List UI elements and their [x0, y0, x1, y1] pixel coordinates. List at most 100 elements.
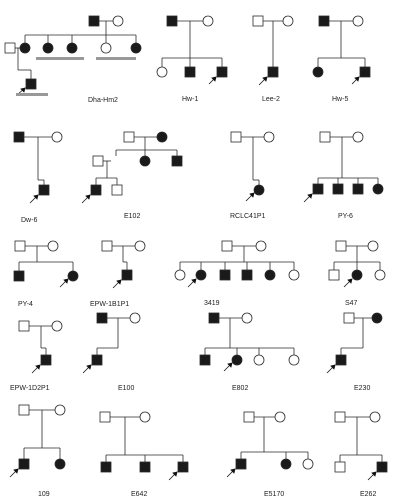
3419-II-6: [288, 269, 300, 281]
dw-6-I-1: [13, 131, 25, 143]
e802-II-2: [231, 354, 243, 366]
pedigree-dha-hm2: Dha-Hm2: [4, 15, 142, 104]
lee-2-II-1: [267, 66, 279, 78]
hw-1-II-1: [156, 66, 168, 78]
e100-label: E100: [118, 385, 134, 392]
pedigree-e642: E642: [99, 411, 189, 498]
e230-I-2: [371, 312, 383, 324]
dha-hm2-gen-text-3: [16, 93, 48, 96]
epw-1d2p1-I-1: [18, 320, 30, 332]
pedigree-3419: 3419: [174, 240, 300, 307]
e262-label: E262: [360, 491, 376, 498]
dha-hm2-II-1: [4, 42, 16, 54]
dha-hm2-II-5: [100, 42, 112, 54]
109-label: 109: [38, 491, 50, 498]
dw-6-II-1: [38, 184, 50, 196]
hw-1-I-1: [166, 15, 178, 27]
e5170-I-2: [274, 411, 286, 423]
e262-I-1: [334, 411, 346, 423]
dw-6-label: Dw-6: [21, 217, 37, 224]
py-4-II-1: [13, 270, 25, 282]
e100-I-2: [129, 312, 141, 324]
3419-label: 3419: [204, 300, 220, 307]
hw-1-II-2: [184, 66, 196, 78]
pedigree-e230: E230: [326, 312, 383, 392]
e102-II-3: [171, 155, 183, 167]
e230-I-1: [343, 312, 355, 324]
pedigree-e262: E262: [334, 411, 388, 498]
dha-hm2-label: Dha-Hm2: [88, 97, 118, 104]
rclc41p1-I-2: [263, 131, 275, 143]
e802-II-4: [288, 354, 300, 366]
pedigree-py-6: PY-6: [303, 131, 384, 220]
pedigree-epw-1b1p1: EPW-1B1P1: [90, 240, 146, 308]
e642-II-1: [100, 461, 112, 473]
e230-II-1: [335, 354, 347, 366]
py-6-II-3: [352, 183, 364, 195]
hw-5-label: Hw-5: [332, 96, 348, 103]
109-II-1: [18, 458, 30, 470]
py-6-II-1: [312, 183, 324, 195]
3419-II-5: [264, 269, 276, 281]
pedigree-e100: E100: [82, 312, 141, 392]
pedigree-py-4: PY-4: [13, 240, 79, 308]
pedigree-epw-1d2p1: EPW-1D2P1: [10, 320, 63, 392]
epw-1b1p1-II-1: [121, 269, 133, 281]
py-4-label: PY-4: [18, 301, 33, 308]
pedigree-hw-5: Hw-5: [312, 15, 371, 103]
e102-II-2: [139, 155, 151, 167]
epw-1d2p1-II-1: [40, 354, 52, 366]
e642-I-1: [99, 411, 111, 423]
py-6-I-2: [352, 131, 364, 143]
e802-I-2: [241, 312, 253, 324]
s47-II-2: [351, 269, 363, 281]
e102-III-2: [111, 184, 123, 196]
e100-I-1: [96, 312, 108, 324]
e102-II-1: [92, 155, 104, 167]
3419-II-4: [241, 269, 253, 281]
py-4-II-2: [67, 270, 79, 282]
epw-1b1p1-label: EPW-1B1P1: [90, 301, 129, 308]
pedigree-hw-1: Hw-1: [156, 15, 228, 103]
e642-II-3: [177, 461, 189, 473]
3419-II-3: [219, 269, 231, 281]
pedigree-e802: E802: [199, 312, 300, 392]
epw-1b1p1-I-2: [134, 240, 146, 252]
dha-hm2-I-2: [112, 15, 124, 27]
hw-1-label: Hw-1: [182, 96, 198, 103]
pedigree-rclc41p1: RCLC41P1: [230, 131, 275, 220]
e5170-II-1: [235, 458, 247, 470]
109-I-1: [18, 404, 30, 416]
e5170-I-1: [243, 411, 255, 423]
e802-II-3: [253, 354, 265, 366]
dha-hm2-III-1: [25, 78, 37, 90]
e102-label: E102: [124, 213, 140, 220]
py-6-I-1: [319, 131, 331, 143]
py-6-II-2: [332, 183, 344, 195]
e5170-II-2: [280, 458, 292, 470]
s47-II-1: [328, 269, 340, 281]
e642-II-2: [139, 461, 151, 473]
e642-I-2: [139, 411, 151, 423]
s47-I-2: [367, 240, 379, 252]
py-4-I-1: [14, 240, 26, 252]
dha-hm2-gen-text: [36, 57, 84, 60]
pedigree-s47: S47: [328, 240, 386, 307]
3419-I-1: [221, 240, 233, 252]
e802-II-1: [199, 354, 211, 366]
e262-I-2: [369, 411, 381, 423]
lee-2-label: Lee-2: [262, 96, 280, 103]
dha-hm2-I-1: [88, 15, 100, 27]
epw-1d2p1-I-2: [51, 320, 63, 332]
rclc41p1-I-1: [230, 131, 242, 143]
py-6-II-4: [372, 183, 384, 195]
hw-1-II-3: [216, 66, 228, 78]
lee-2-I-2: [282, 15, 294, 27]
e5170-II-3: [302, 458, 314, 470]
e802-I-1: [208, 312, 220, 324]
s47-II-3: [374, 269, 386, 281]
pedigree-e5170: E5170: [226, 411, 314, 498]
pedigree-lee-2: Lee-2: [252, 15, 294, 103]
hw-5-I-1: [318, 15, 330, 27]
